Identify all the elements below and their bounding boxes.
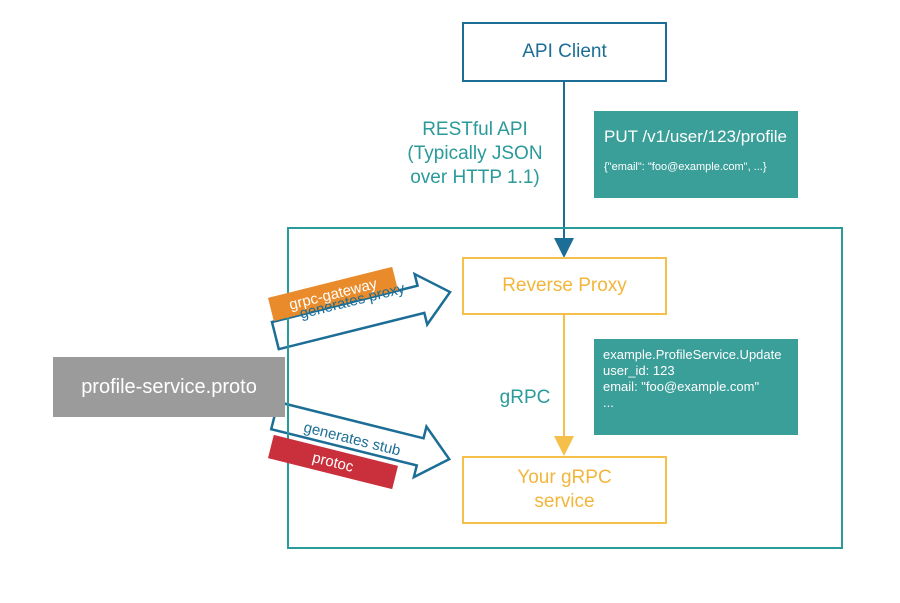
rest-api-label: RESTful API (Typically JSON over HTTP 1.…	[395, 118, 555, 190]
rest-label-line: (Typically JSON	[407, 143, 543, 164]
api-client-node: API Client	[462, 22, 667, 82]
proto-file-label: profile-service.proto	[81, 375, 257, 398]
generates-proxy-arrow	[270, 271, 452, 351]
reverse-proxy-label: Reverse Proxy	[502, 275, 627, 296]
grpc-service-node: Your gRPC service	[462, 456, 667, 524]
server-boundary	[287, 227, 843, 549]
rest-request-note: PUT /v1/user/123/profile {"email": "foo@…	[594, 111, 798, 198]
grpc-request-note: example.ProfileService.Update user_id: 1…	[594, 339, 798, 435]
rest-label-line: RESTful API	[422, 119, 528, 140]
grpc-service-label: Your gRPC service	[517, 467, 612, 512]
proto-file-node: profile-service.proto	[53, 357, 285, 417]
rest-request-body: {"email": "foo@example.com", ...}	[604, 161, 767, 173]
grpc-note-line: user_id: 123	[603, 363, 675, 378]
reverse-proxy-node: Reverse Proxy	[462, 257, 667, 315]
rest-label-line: over HTTP 1.1)	[410, 167, 540, 188]
rest-request-line: PUT /v1/user/123/profile	[604, 127, 787, 146]
grpc-note-line: example.ProfileService.Update	[603, 347, 782, 362]
grpc-label: gRPC	[499, 387, 551, 408]
api-client-label: API Client	[522, 41, 607, 62]
grpc-note-line: ...	[603, 395, 614, 410]
grpc-note-line: email: "foo@example.com"	[603, 379, 760, 394]
generates-stub-arrow	[269, 400, 452, 480]
